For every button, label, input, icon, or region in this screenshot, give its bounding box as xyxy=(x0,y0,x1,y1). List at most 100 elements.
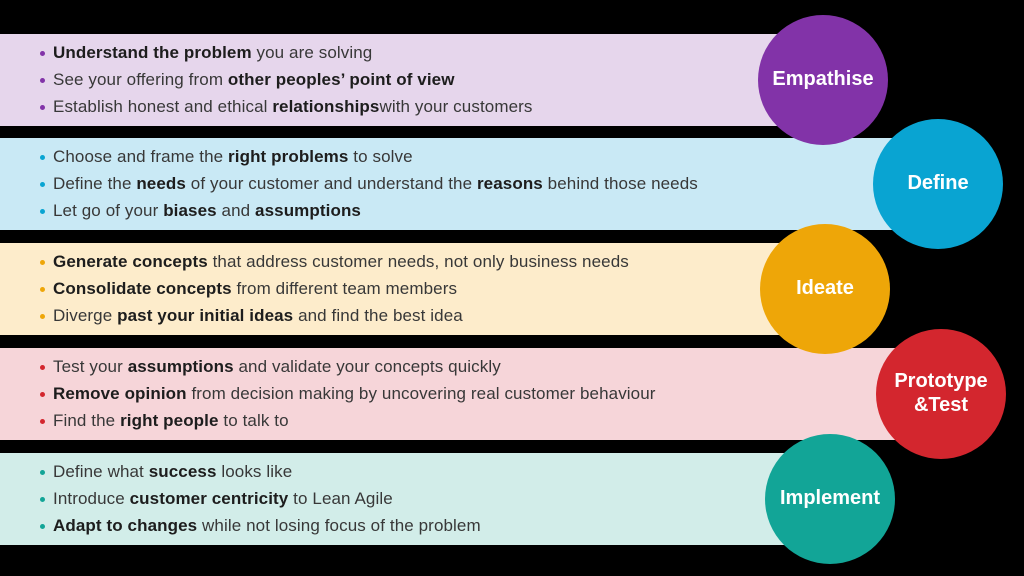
bullet-dot-icon xyxy=(40,50,45,56)
text-run: to Lean Agile xyxy=(288,489,393,508)
text-run: and xyxy=(216,201,256,220)
bullet-dot-icon xyxy=(40,259,45,265)
stage-circle-implement: Implement xyxy=(765,434,895,564)
bullet-item: Adapt to changes while not losing focus … xyxy=(0,513,860,540)
stage-label-line: Implement xyxy=(779,487,881,510)
text-run-bold: other peoples’ point of view xyxy=(227,70,455,89)
bullet-text: Generate concepts that address customer … xyxy=(53,252,629,272)
text-run: Test your xyxy=(53,357,128,376)
text-run: and validate your concepts quickly xyxy=(233,357,501,376)
bullet-text: Consolidate concepts from different team… xyxy=(53,279,457,299)
text-run: Choose and frame the xyxy=(53,147,229,166)
stage-band-define: Choose and frame the right problems to s… xyxy=(0,138,975,230)
text-run-bold: Remove opinion xyxy=(53,384,187,403)
text-run: Diverge xyxy=(53,306,118,325)
text-run-bold: success xyxy=(148,462,217,481)
text-run: that address customer needs, not only bu… xyxy=(207,252,629,271)
bullet-item: Define what success looks like xyxy=(0,459,860,486)
text-run: Define the xyxy=(53,174,137,193)
bullet-text: Diverge past your initial ideas and find… xyxy=(53,306,463,326)
stage-label-line: Empathise xyxy=(772,68,874,91)
text-run: See your offering from xyxy=(53,70,228,89)
bullet-text: Define the needs of your customer and un… xyxy=(53,174,698,194)
text-run-bold: Generate concepts xyxy=(53,252,208,271)
bullet-item: Define the needs of your customer and un… xyxy=(0,171,975,198)
stage-circle-define: Define xyxy=(873,119,1003,249)
bullet-dot-icon xyxy=(40,391,45,397)
text-run: with your customers xyxy=(379,97,533,116)
stage-circle-empathise: Empathise xyxy=(758,15,888,145)
bullet-item: Remove opinion from decision making by u… xyxy=(0,381,975,408)
bullet-dot-icon xyxy=(40,77,45,83)
stage-label-line: Prototype xyxy=(894,370,988,393)
bullet-text: Establish honest and ethical relationshi… xyxy=(53,97,533,117)
text-run: while not losing focus of the problem xyxy=(197,516,481,535)
bullet-item: Generate concepts that address customer … xyxy=(0,249,860,276)
text-run: Establish honest and ethical xyxy=(53,97,273,116)
bullet-text: Adapt to changes while not losing focus … xyxy=(53,516,481,536)
bullet-item: Choose and frame the right problems to s… xyxy=(0,144,975,171)
text-run-bold: reasons xyxy=(476,174,543,193)
text-run: behind those needs xyxy=(542,174,698,193)
stage-band-prototype-test: Test your assumptions and validate your … xyxy=(0,348,975,440)
stage-label-prototype-test: Prototype&Test xyxy=(894,370,987,417)
bullet-dot-icon xyxy=(40,286,45,292)
text-run-bold: Adapt to changes xyxy=(53,516,198,535)
stage-band-ideate: Generate concepts that address customer … xyxy=(0,243,860,335)
bullet-item: Establish honest and ethical relationshi… xyxy=(0,94,860,121)
stage-label-line: Define xyxy=(907,172,969,195)
stage-label-line: Ideate xyxy=(796,277,854,300)
text-run: Define what xyxy=(53,462,149,481)
bullet-item: Consolidate concepts from different team… xyxy=(0,276,860,303)
bullet-dot-icon xyxy=(40,469,45,475)
bullet-text: Let go of your biases and assumptions xyxy=(53,201,361,221)
text-run: and find the best idea xyxy=(293,306,463,325)
text-run: Find the xyxy=(53,411,121,430)
bullet-dot-icon xyxy=(40,208,45,214)
bullet-dot-icon xyxy=(40,364,45,370)
bullet-text: Define what success looks like xyxy=(53,462,292,482)
bullet-dot-icon xyxy=(40,418,45,424)
bullet-text: Choose and frame the right problems to s… xyxy=(53,147,413,167)
bullet-item: Test your assumptions and validate your … xyxy=(0,354,975,381)
stage-circle-ideate: Ideate xyxy=(760,224,890,354)
bullet-item: Understand the problem you are solving xyxy=(0,40,860,67)
stage-label-implement: Implement xyxy=(780,487,880,511)
bullet-dot-icon xyxy=(40,313,45,319)
bullet-item: Find the right people to talk to xyxy=(0,408,975,435)
text-run: from different team members xyxy=(231,279,458,298)
text-run-bold: customer centricity xyxy=(129,489,289,508)
text-run: Let go of your xyxy=(53,201,164,220)
bullet-text: Introduce customer centricity to Lean Ag… xyxy=(53,489,393,509)
stage-label-empathise: Empathise xyxy=(772,68,873,92)
text-run-bold: right problems xyxy=(228,147,349,166)
text-run: to solve xyxy=(348,147,413,166)
bullet-text: See your offering from other peoples’ po… xyxy=(53,70,455,90)
text-run: to talk to xyxy=(218,411,289,430)
bullet-text: Understand the problem you are solving xyxy=(53,43,372,63)
text-run-bold: needs xyxy=(136,174,186,193)
text-run-bold: assumptions xyxy=(255,201,361,220)
bullet-dot-icon xyxy=(40,523,45,529)
stage-label-define: Define xyxy=(907,172,968,196)
text-run-bold: Understand the problem xyxy=(53,43,252,62)
text-run-bold: biases xyxy=(163,201,217,220)
text-run: you are solving xyxy=(251,43,373,62)
text-run-bold: Consolidate concepts xyxy=(53,279,232,298)
bullet-item: Diverge past your initial ideas and find… xyxy=(0,303,860,330)
bullet-dot-icon xyxy=(40,104,45,110)
stage-circle-prototype-test: Prototype&Test xyxy=(876,329,1006,459)
text-run-bold: right people xyxy=(120,411,219,430)
text-run-bold: relationships xyxy=(272,97,380,116)
bullet-item: See your offering from other peoples’ po… xyxy=(0,67,860,94)
bullet-item: Introduce customer centricity to Lean Ag… xyxy=(0,486,860,513)
bullet-dot-icon xyxy=(40,154,45,160)
text-run: from decision making by uncovering real … xyxy=(186,384,656,403)
bullet-text: Test your assumptions and validate your … xyxy=(53,357,501,377)
bullet-item: Let go of your biases and assumptions xyxy=(0,198,975,225)
bullet-text: Remove opinion from decision making by u… xyxy=(53,384,656,404)
stage-label-line: &Test xyxy=(913,394,969,416)
